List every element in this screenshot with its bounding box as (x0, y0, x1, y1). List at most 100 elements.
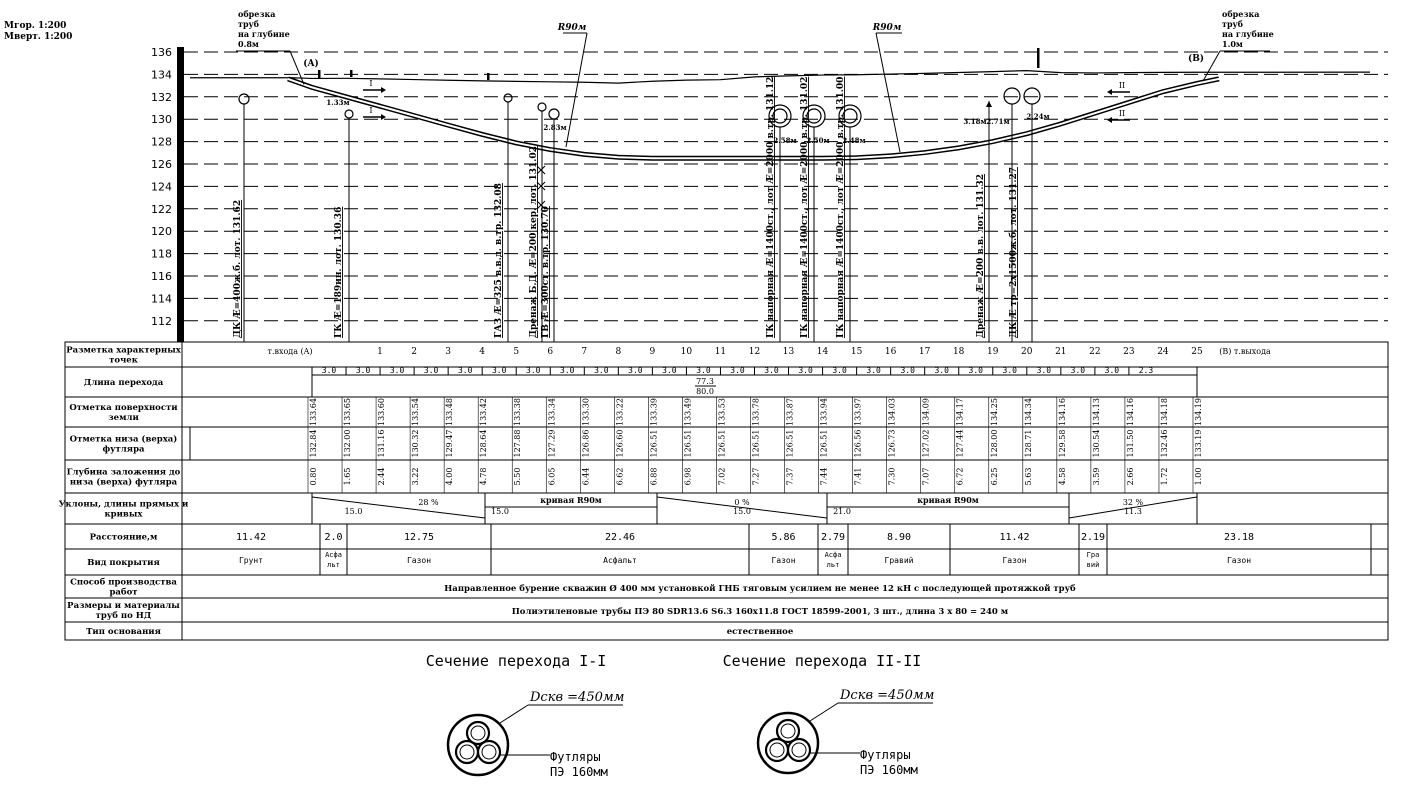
utility-circle-inner (772, 108, 788, 124)
point-number: 24 (1157, 347, 1169, 357)
spacing-value: 3.0 (764, 366, 779, 375)
utility-circle (768, 104, 792, 128)
casing-depth-value: 3.22 (411, 468, 420, 486)
curve-text: кривая R90м (540, 495, 602, 505)
surface-marker (318, 70, 321, 78)
ground-elevation-value: 133.53 (717, 398, 726, 426)
distance-value: 2.79 (821, 532, 845, 543)
ground-elevation-value: 133.30 (581, 398, 590, 426)
distance-value: 2.19 (1081, 532, 1105, 543)
casing-depth-value: 7.02 (717, 468, 726, 486)
covering-value: льт (327, 561, 340, 569)
clearance-label: 2.24м (1026, 112, 1049, 121)
elevation-tick-label: 130 (151, 113, 172, 126)
casing-pipe-inner (459, 744, 475, 760)
slope-text: 0 % (734, 498, 750, 507)
spacing-value: 3.0 (1105, 366, 1120, 375)
casing-depth-value: 2.44 (377, 468, 386, 486)
ground-elevation-value: 133.54 (411, 398, 420, 426)
ground-elevation-value: 134.25 (990, 398, 999, 426)
clearance-label: 2.71м (986, 117, 1009, 126)
borehole-diameter-label: Dскв =450мм (839, 688, 934, 703)
utility-arrow (986, 101, 992, 107)
distance-value: 11.42 (236, 532, 266, 543)
point-number: 21 (1055, 347, 1066, 357)
casing-elevation-value: 126.51 (820, 430, 829, 458)
casing-label: Футляры (550, 750, 601, 764)
table-row-label: Способ производства (70, 577, 177, 588)
casing-pipe-outer (775, 718, 801, 744)
casing-depth-value: 4.78 (479, 468, 488, 486)
point-number: 3 (445, 347, 451, 357)
exit-point-label: (B) т.выхода (1219, 347, 1271, 356)
covering-value: Гра (1087, 551, 1100, 559)
surface-marker (350, 70, 353, 77)
table-row-label: Отметка поверхности (69, 403, 178, 413)
elevation-tick-label: 126 (151, 158, 172, 171)
ground-elevation-value: 133.39 (649, 398, 658, 426)
ground-elevation-value: 134.13 (1092, 398, 1101, 426)
utility-circle (238, 93, 250, 105)
point-number: 20 (1021, 347, 1033, 357)
utility-label: ГАЗ Æ=325 в.в.д. в.тр. 132.08 (494, 183, 504, 338)
drain-cross-mark (536, 200, 546, 210)
casing-depth-value: 6.25 (990, 468, 999, 486)
elevation-tick-label: 128 (151, 136, 172, 149)
elevation-tick-label: 134 (151, 68, 172, 81)
distance-value: 12.75 (404, 532, 434, 543)
covering-value: Газон (1227, 556, 1251, 565)
radius-label-1: R90м (557, 23, 587, 33)
curve-text: кривая R90м (917, 495, 979, 505)
spacing-value: 3.0 (900, 366, 915, 375)
utility-circle-inner (806, 108, 822, 124)
borehole-diameter-label: Dскв =450мм (529, 690, 624, 705)
covering-value: Асфальт (603, 556, 637, 565)
ground-elevation-value: 133.22 (615, 398, 624, 426)
surface-marker (1037, 48, 1040, 68)
elevation-tick-label: 122 (151, 203, 172, 216)
casing-elevation-value: 127.88 (513, 430, 522, 458)
spacing-value: 3.0 (628, 366, 643, 375)
point-number: 5 (513, 347, 519, 357)
clearance-label: 2.83м (543, 123, 566, 132)
spacing-value: 3.0 (696, 366, 711, 375)
curve-length: 21.0 (833, 507, 851, 516)
distance-value: 22.46 (605, 532, 635, 543)
casing-pipe-outer (476, 739, 502, 765)
radius-label-2: R90м (872, 23, 902, 33)
casing-depth-value: 7.41 (854, 468, 863, 486)
slope-diagonal (311, 496, 486, 519)
utility-circle (503, 93, 513, 103)
cut-depth-note-right: 1.0м (1222, 39, 1243, 49)
cut-depth-note-right: труб (1222, 19, 1244, 29)
covering-value: Асфа (825, 551, 842, 559)
ground-elevation-value: 133.38 (513, 398, 522, 426)
utility-circle (802, 104, 826, 128)
ground-elevation-value: 133.65 (343, 398, 352, 426)
point-a-label: (A) (303, 58, 319, 69)
covering-value: Асфа (325, 551, 342, 559)
point-number: 13 (783, 347, 795, 357)
casing-elevation-value: 126.60 (615, 430, 624, 458)
point-number: 11 (715, 347, 726, 357)
table-row-label: Тип основания (86, 627, 161, 637)
base-type-text: естественное (727, 627, 794, 637)
casing-depth-value: 7.44 (820, 468, 829, 486)
slope-text: 28 % (418, 498, 439, 507)
casing-elevation-value: 133.19 (1194, 430, 1203, 458)
clearance-label: 2.50м (806, 136, 829, 145)
cut-leader-right-arrow (1202, 50, 1221, 82)
casing-elevation-value: 127.02 (922, 430, 931, 458)
covering-value: Газон (407, 556, 431, 565)
utility-label: Дренаж Б.Д. Æ=200 кер. лот. 131.02 (529, 146, 539, 338)
spacing-value: 2.3 (1139, 366, 1154, 375)
table-row-label: труб по НД (96, 610, 152, 621)
point-number: 4 (479, 347, 485, 357)
cut-depth-note-right: обрезка (1222, 9, 1259, 19)
distance-value: 5.86 (771, 532, 795, 543)
point-number: 12 (749, 347, 760, 357)
elevation-tick-label: 132 (151, 91, 172, 104)
slope-length: 15.0 (345, 507, 363, 516)
casing-elevation-value: 126.73 (888, 430, 897, 458)
